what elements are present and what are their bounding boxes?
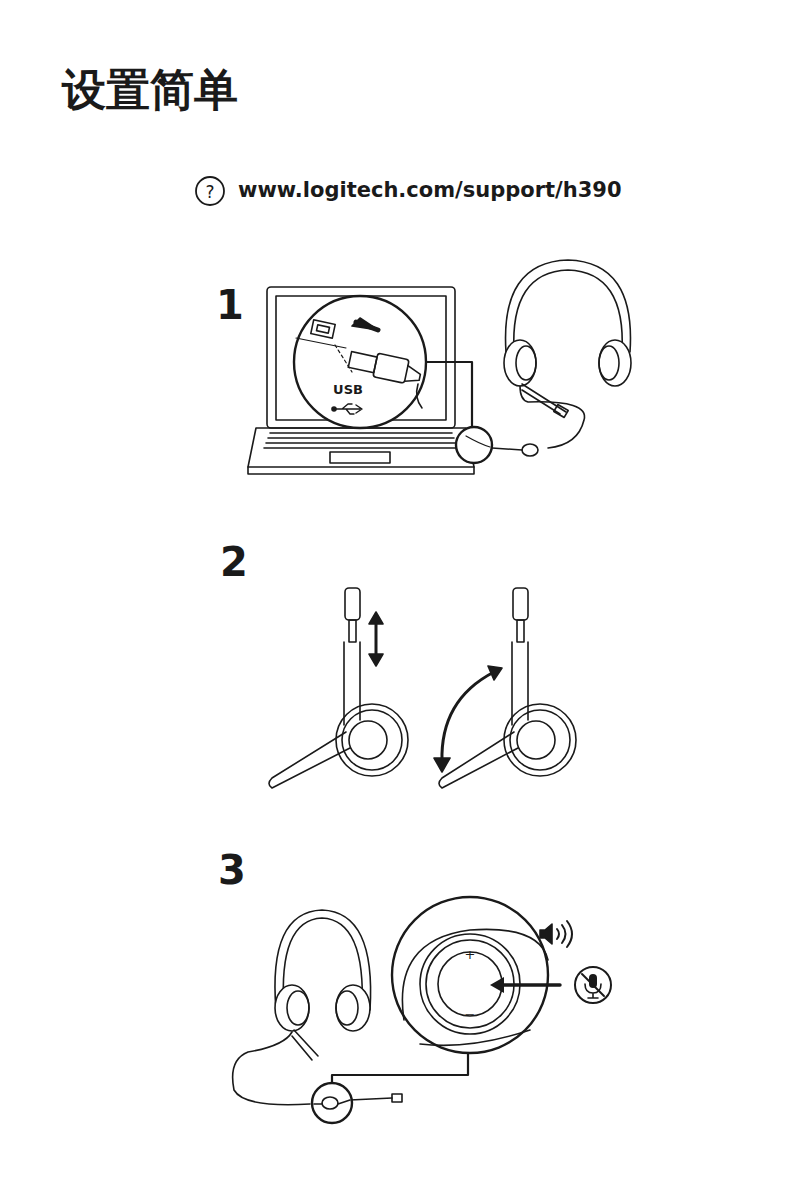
usb-magnifier: [294, 296, 426, 428]
step-number: 1: [216, 285, 244, 325]
side-view-right: [434, 588, 576, 788]
side-view-left: [269, 588, 408, 788]
detail-circle: [312, 1083, 352, 1123]
title: 设置简单: [62, 68, 238, 112]
volume-up-mark: +: [465, 948, 476, 961]
arrow: [500, 983, 560, 986]
detail-circle: [456, 427, 492, 463]
port-label: USB: [333, 383, 363, 396]
volume-down-mark: −: [465, 1008, 476, 1021]
volume-icon: [540, 921, 572, 947]
url: www.logitech.com/support/h390: [238, 180, 622, 201]
help-icon: [196, 177, 224, 205]
help-mark: ?: [205, 184, 214, 201]
control-magnifier: [392, 897, 548, 1053]
headset: [492, 260, 631, 456]
step-number: 3: [218, 850, 246, 890]
step-number: 2: [220, 542, 248, 582]
leader-line: [426, 362, 472, 427]
leader-line: [332, 1052, 468, 1082]
mic-mute-icon: [575, 967, 611, 1003]
laptop: [248, 287, 474, 474]
